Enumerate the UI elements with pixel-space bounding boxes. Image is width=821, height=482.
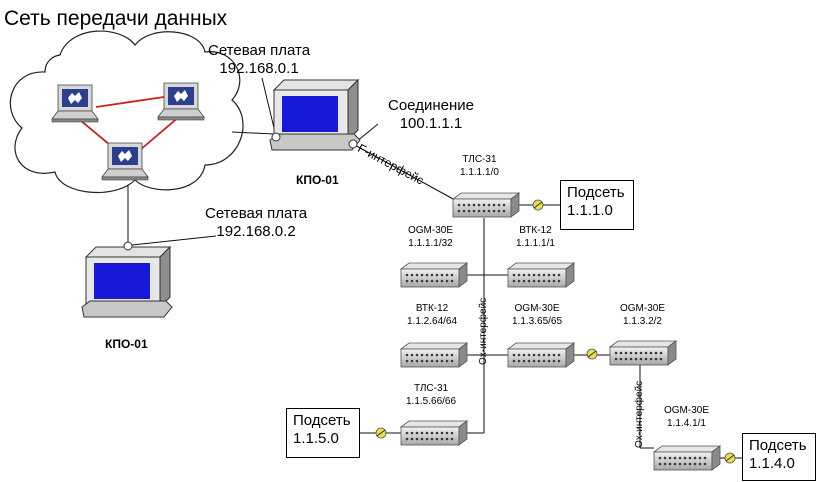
- ogm-far-device: [609, 340, 677, 366]
- subnet-box-3: Подсеть 1.1.4.0: [742, 433, 816, 481]
- tls31-top-device: [452, 192, 520, 218]
- nic-port-2: [123, 241, 133, 251]
- connection-port: [348, 139, 358, 149]
- connection-lines: [127, 77, 742, 459]
- subnet-box-2: Подсеть 1.1.5.0: [286, 408, 360, 458]
- nic2-ip: 192.168.0.2: [216, 223, 296, 240]
- laptop-icon: [51, 84, 99, 123]
- tls31-bottom-device: [400, 420, 468, 446]
- vtk-right-device: [507, 262, 575, 288]
- nic2-label-text: Сетевая плата: [205, 205, 308, 222]
- plug-icon: [375, 427, 387, 439]
- network-cloud: [9, 30, 244, 194]
- ox-interface-label-2: Ox-интерфейс: [634, 380, 645, 448]
- page-title: Сеть передачи данных: [4, 7, 228, 30]
- nic1-label: Сетевая плата 192.168.0.1: [208, 43, 310, 76]
- nic-port-1: [271, 132, 281, 142]
- subnet-2-addr: 1.1.5.0: [293, 430, 339, 447]
- subnet-3-label: Подсеть: [749, 437, 807, 454]
- connection-ip: 100.1.1.1: [399, 115, 463, 132]
- kpo-top-label: КПО-01: [296, 173, 339, 187]
- subnet-1-label: Подсеть: [567, 184, 625, 201]
- laptop-icon: [157, 82, 205, 121]
- kpo-bottom-label: КПО-01: [105, 337, 148, 351]
- vtk-mid-device: [400, 342, 468, 368]
- ox-interface-label-1: Ox-интерфейс: [478, 297, 489, 365]
- subnet-1-addr: 1.1.1.0: [567, 202, 613, 219]
- subnet-2-label: Подсеть: [293, 412, 351, 429]
- ogm-mid-device: [507, 342, 575, 368]
- plug-icon: [586, 348, 598, 360]
- kpo-computer-bottom: [81, 245, 173, 318]
- ogm-bottom-device: [653, 445, 721, 471]
- ogm-left-device: [400, 262, 468, 288]
- nic1-label-text: Сетевая плата: [208, 42, 311, 59]
- plug-icon: [532, 199, 544, 211]
- subnet-3-addr: 1.1.4.0: [749, 455, 795, 472]
- plug-icon: [724, 452, 736, 464]
- subnet-box-1: Подсеть 1.1.1.0: [560, 180, 634, 230]
- connection-label-text: Соединение: [388, 97, 474, 114]
- connection-label: Соединение 100.1.1.1: [388, 98, 474, 131]
- nic2-label: Сетевая плата 192.168.0.2: [205, 206, 307, 239]
- laptop-icon: [101, 142, 149, 181]
- nic1-ip: 192.168.0.1: [219, 60, 299, 77]
- kpo-computer-top: [269, 78, 361, 151]
